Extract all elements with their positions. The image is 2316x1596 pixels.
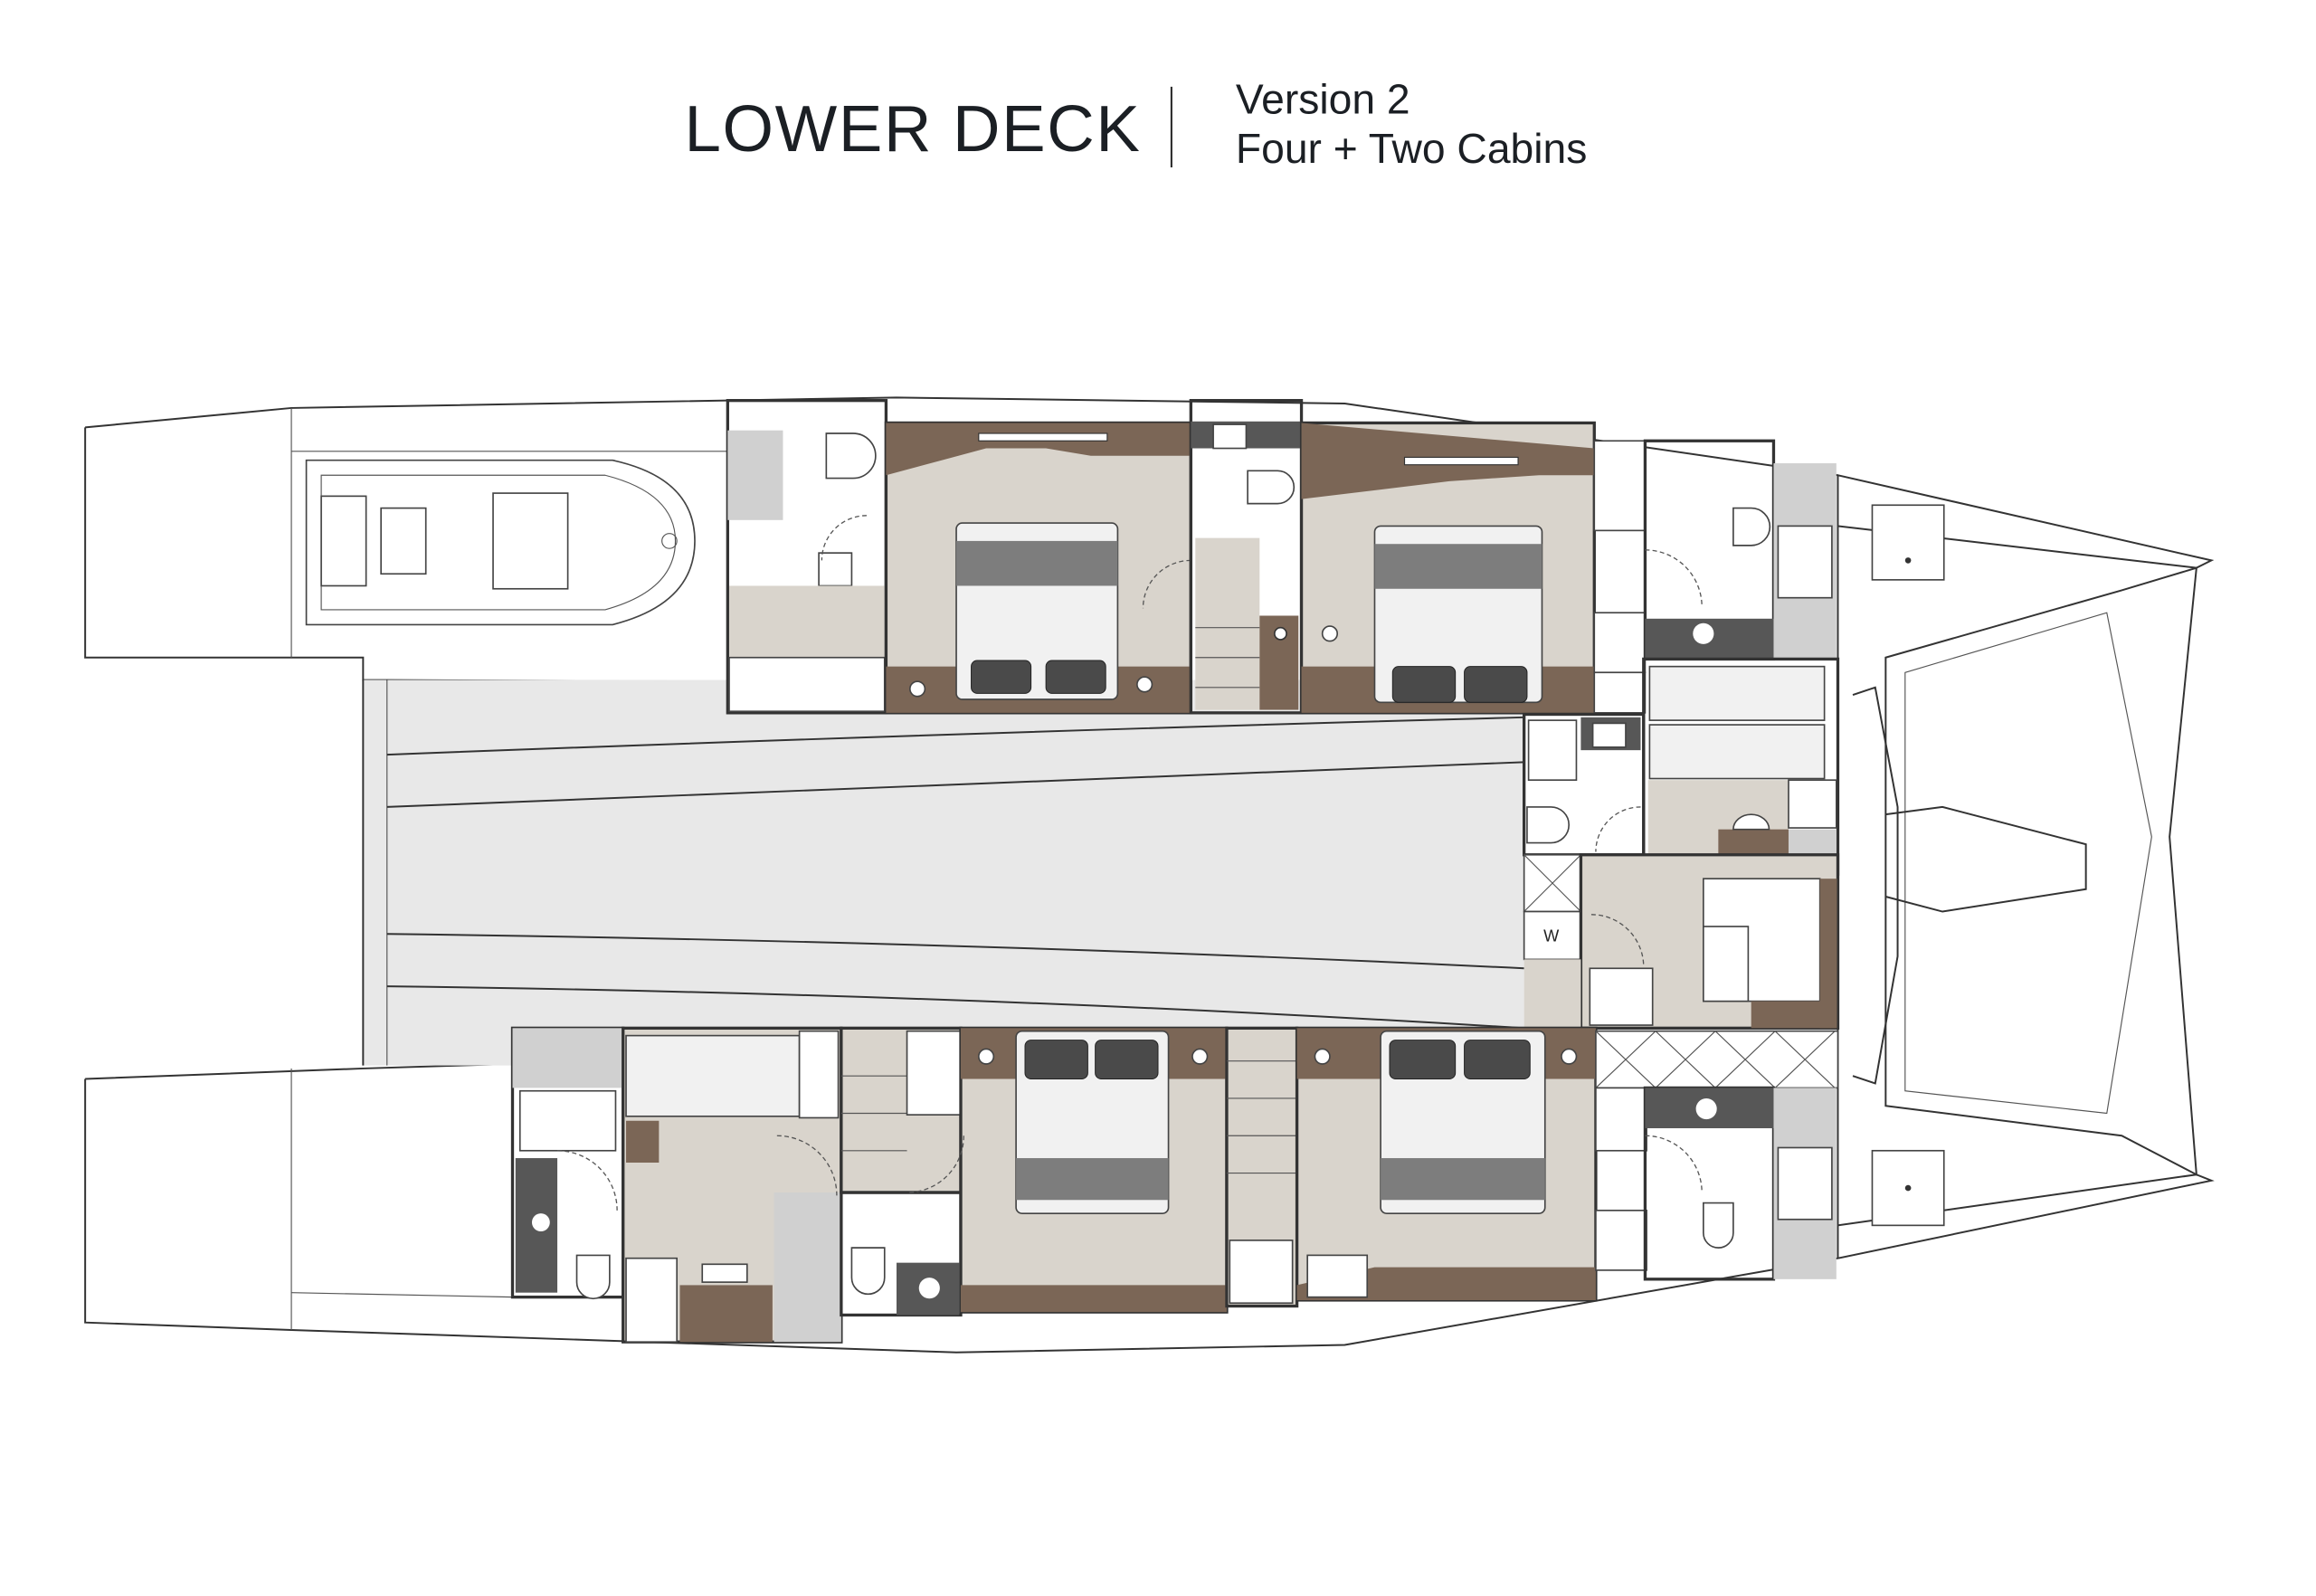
guest-cabin-5 xyxy=(1295,1026,1598,1302)
bow-trampoline xyxy=(1837,475,2198,1259)
guest-cabin-3 xyxy=(622,1026,843,1344)
washer-label: W xyxy=(1543,927,1560,945)
crew-bathroom-port xyxy=(1595,1030,1839,1281)
crew-mess xyxy=(1523,853,1840,1030)
port-stairs xyxy=(1225,1026,1299,1308)
aft-bathroom-starboard xyxy=(726,399,888,715)
layout-label: Four + Two Cabins xyxy=(1236,125,1587,172)
aft-bathroom-port xyxy=(510,1026,625,1300)
page-title: LOWER DECK xyxy=(684,92,1141,166)
version-label: Version 2 xyxy=(1236,76,1410,123)
guest-cabin-2 xyxy=(1299,421,1596,715)
wardrobe-starboard xyxy=(1593,440,1647,714)
central-platform xyxy=(362,679,1524,1066)
guest-cabin-4 xyxy=(906,1026,1229,1314)
crew-bunk-cabin xyxy=(1642,657,1840,876)
starboard-companionway xyxy=(1189,399,1304,715)
port-companionway xyxy=(840,1026,963,1317)
tender-boat xyxy=(305,459,696,626)
crew-bathroom-starboard xyxy=(1643,439,1837,661)
guest-cabin-1 xyxy=(884,421,1192,715)
crew-bathroom-laundry: W xyxy=(1522,712,1646,961)
